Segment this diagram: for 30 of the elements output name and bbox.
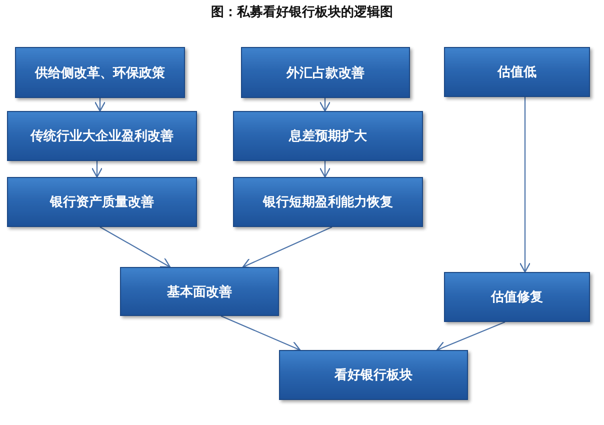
arrow	[242, 226, 332, 268]
box-label: 外汇占款改善	[285, 64, 366, 82]
arrow	[220, 316, 301, 352]
process-box	[233, 111, 423, 161]
arrow	[319, 98, 331, 112]
process-box	[7, 177, 197, 227]
process-box	[120, 267, 279, 316]
box-label: 看好银行板块	[334, 367, 414, 384]
arrow	[319, 161, 331, 178]
process-box	[233, 177, 423, 227]
box-label: 供给侧改革、环保政策	[34, 64, 166, 82]
arrow	[519, 97, 531, 273]
box-label: 传统行业大企业盈利改善	[29, 128, 174, 145]
box-label: 银行资产质量改善	[48, 194, 155, 211]
arrow	[100, 226, 171, 268]
process-box	[279, 350, 468, 400]
box-label: 银行短期盈利能力恢复	[262, 194, 394, 211]
process-box	[241, 47, 410, 98]
process-box	[444, 47, 590, 97]
arrow	[436, 322, 506, 352]
arrow	[94, 98, 106, 112]
process-box	[444, 272, 590, 322]
box-label: 估值修复	[490, 289, 544, 306]
box-label: 估值低	[496, 64, 538, 81]
arrow	[91, 161, 103, 178]
process-box	[15, 47, 185, 98]
box-label: 基本面改善	[166, 284, 233, 300]
diagram-title: 图：私募看好银行板块的逻辑图	[210, 4, 394, 21]
box-label: 息差预期扩大	[288, 128, 368, 145]
process-box	[7, 111, 197, 161]
